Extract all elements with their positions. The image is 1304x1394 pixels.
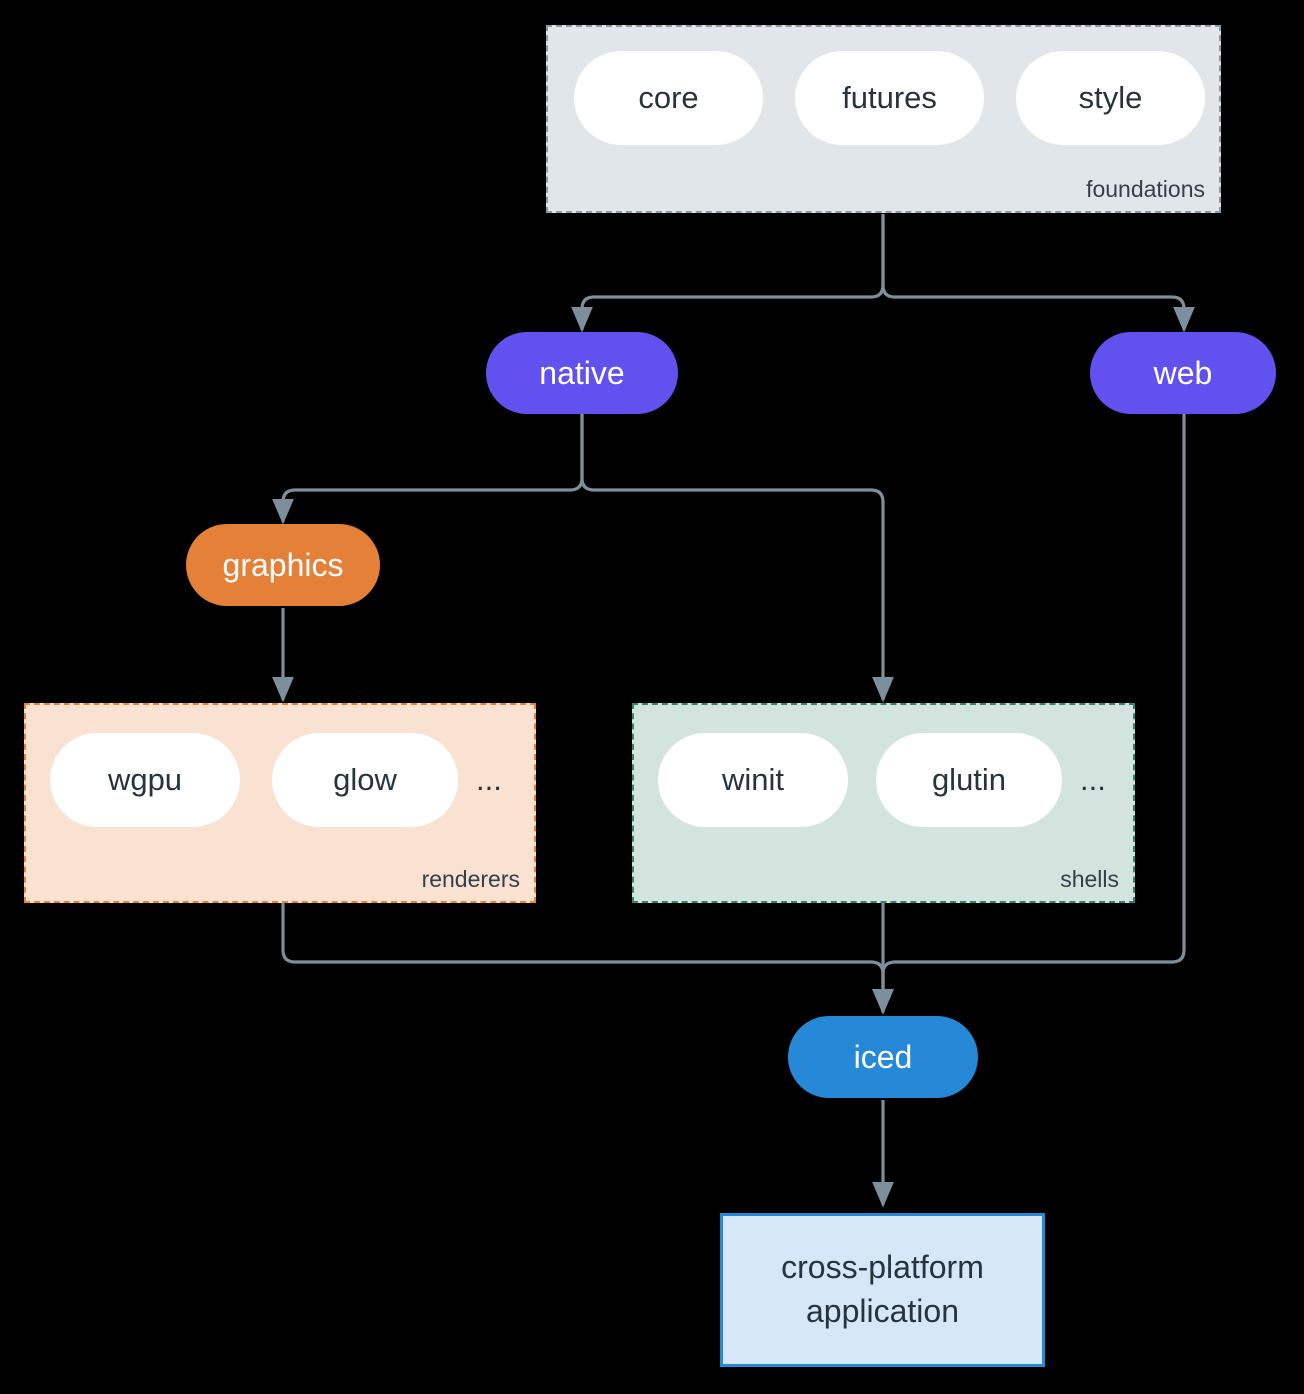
- node-iced[interactable]: iced: [788, 1016, 978, 1098]
- node-application-line2: application: [805, 1293, 959, 1329]
- node-application[interactable]: cross-platform application: [720, 1213, 1045, 1367]
- pill-winit-label: winit: [721, 762, 784, 797]
- shells-ellipsis: ...: [1080, 761, 1106, 797]
- cluster-shells-label: shells: [1060, 866, 1119, 892]
- cluster-renderers-label: renderers: [421, 866, 520, 892]
- pill-futures-label: futures: [842, 80, 937, 115]
- pill-winit[interactable]: winit: [658, 733, 848, 827]
- cluster-renderers: wgpu glow ... renderers: [24, 703, 536, 903]
- pill-glutin-label: glutin: [931, 762, 1007, 797]
- pill-wgpu[interactable]: wgpu: [50, 733, 240, 827]
- cluster-foundations-label: foundations: [1086, 176, 1205, 202]
- cluster-foundations: core futures style foundations: [546, 25, 1221, 213]
- edge-native-shells: [580, 414, 894, 703]
- edge-foundations-native: [571, 214, 885, 333]
- node-application-line1: cross-platform: [781, 1249, 984, 1286]
- pill-wgpu-label: wgpu: [107, 762, 183, 797]
- pill-futures[interactable]: futures: [795, 51, 984, 145]
- node-native-label: native: [539, 354, 625, 391]
- renderers-ellipsis: ...: [476, 761, 502, 797]
- pill-style-label: style: [1078, 80, 1143, 115]
- node-graphics[interactable]: graphics: [186, 524, 380, 606]
- node-iced-label: iced: [853, 1038, 913, 1075]
- node-web[interactable]: web: [1090, 332, 1276, 414]
- edge-foundations-web: [881, 214, 1195, 333]
- edge-web-iced: [872, 414, 1186, 1015]
- cluster-shells: winit glutin ... shells: [632, 703, 1135, 903]
- pill-glow-label: glow: [333, 762, 397, 797]
- node-web-label: web: [1153, 354, 1213, 391]
- pill-core[interactable]: core: [574, 51, 763, 145]
- pill-core-label: core: [638, 80, 699, 115]
- pill-glow[interactable]: glow: [272, 733, 458, 827]
- node-native[interactable]: native: [486, 332, 678, 414]
- edge-renderers-iced: [281, 903, 894, 1015]
- pill-style[interactable]: style: [1016, 51, 1205, 145]
- edge-native-graphics: [272, 414, 584, 525]
- node-graphics-label: graphics: [222, 546, 344, 583]
- pill-glutin[interactable]: glutin: [876, 733, 1062, 827]
